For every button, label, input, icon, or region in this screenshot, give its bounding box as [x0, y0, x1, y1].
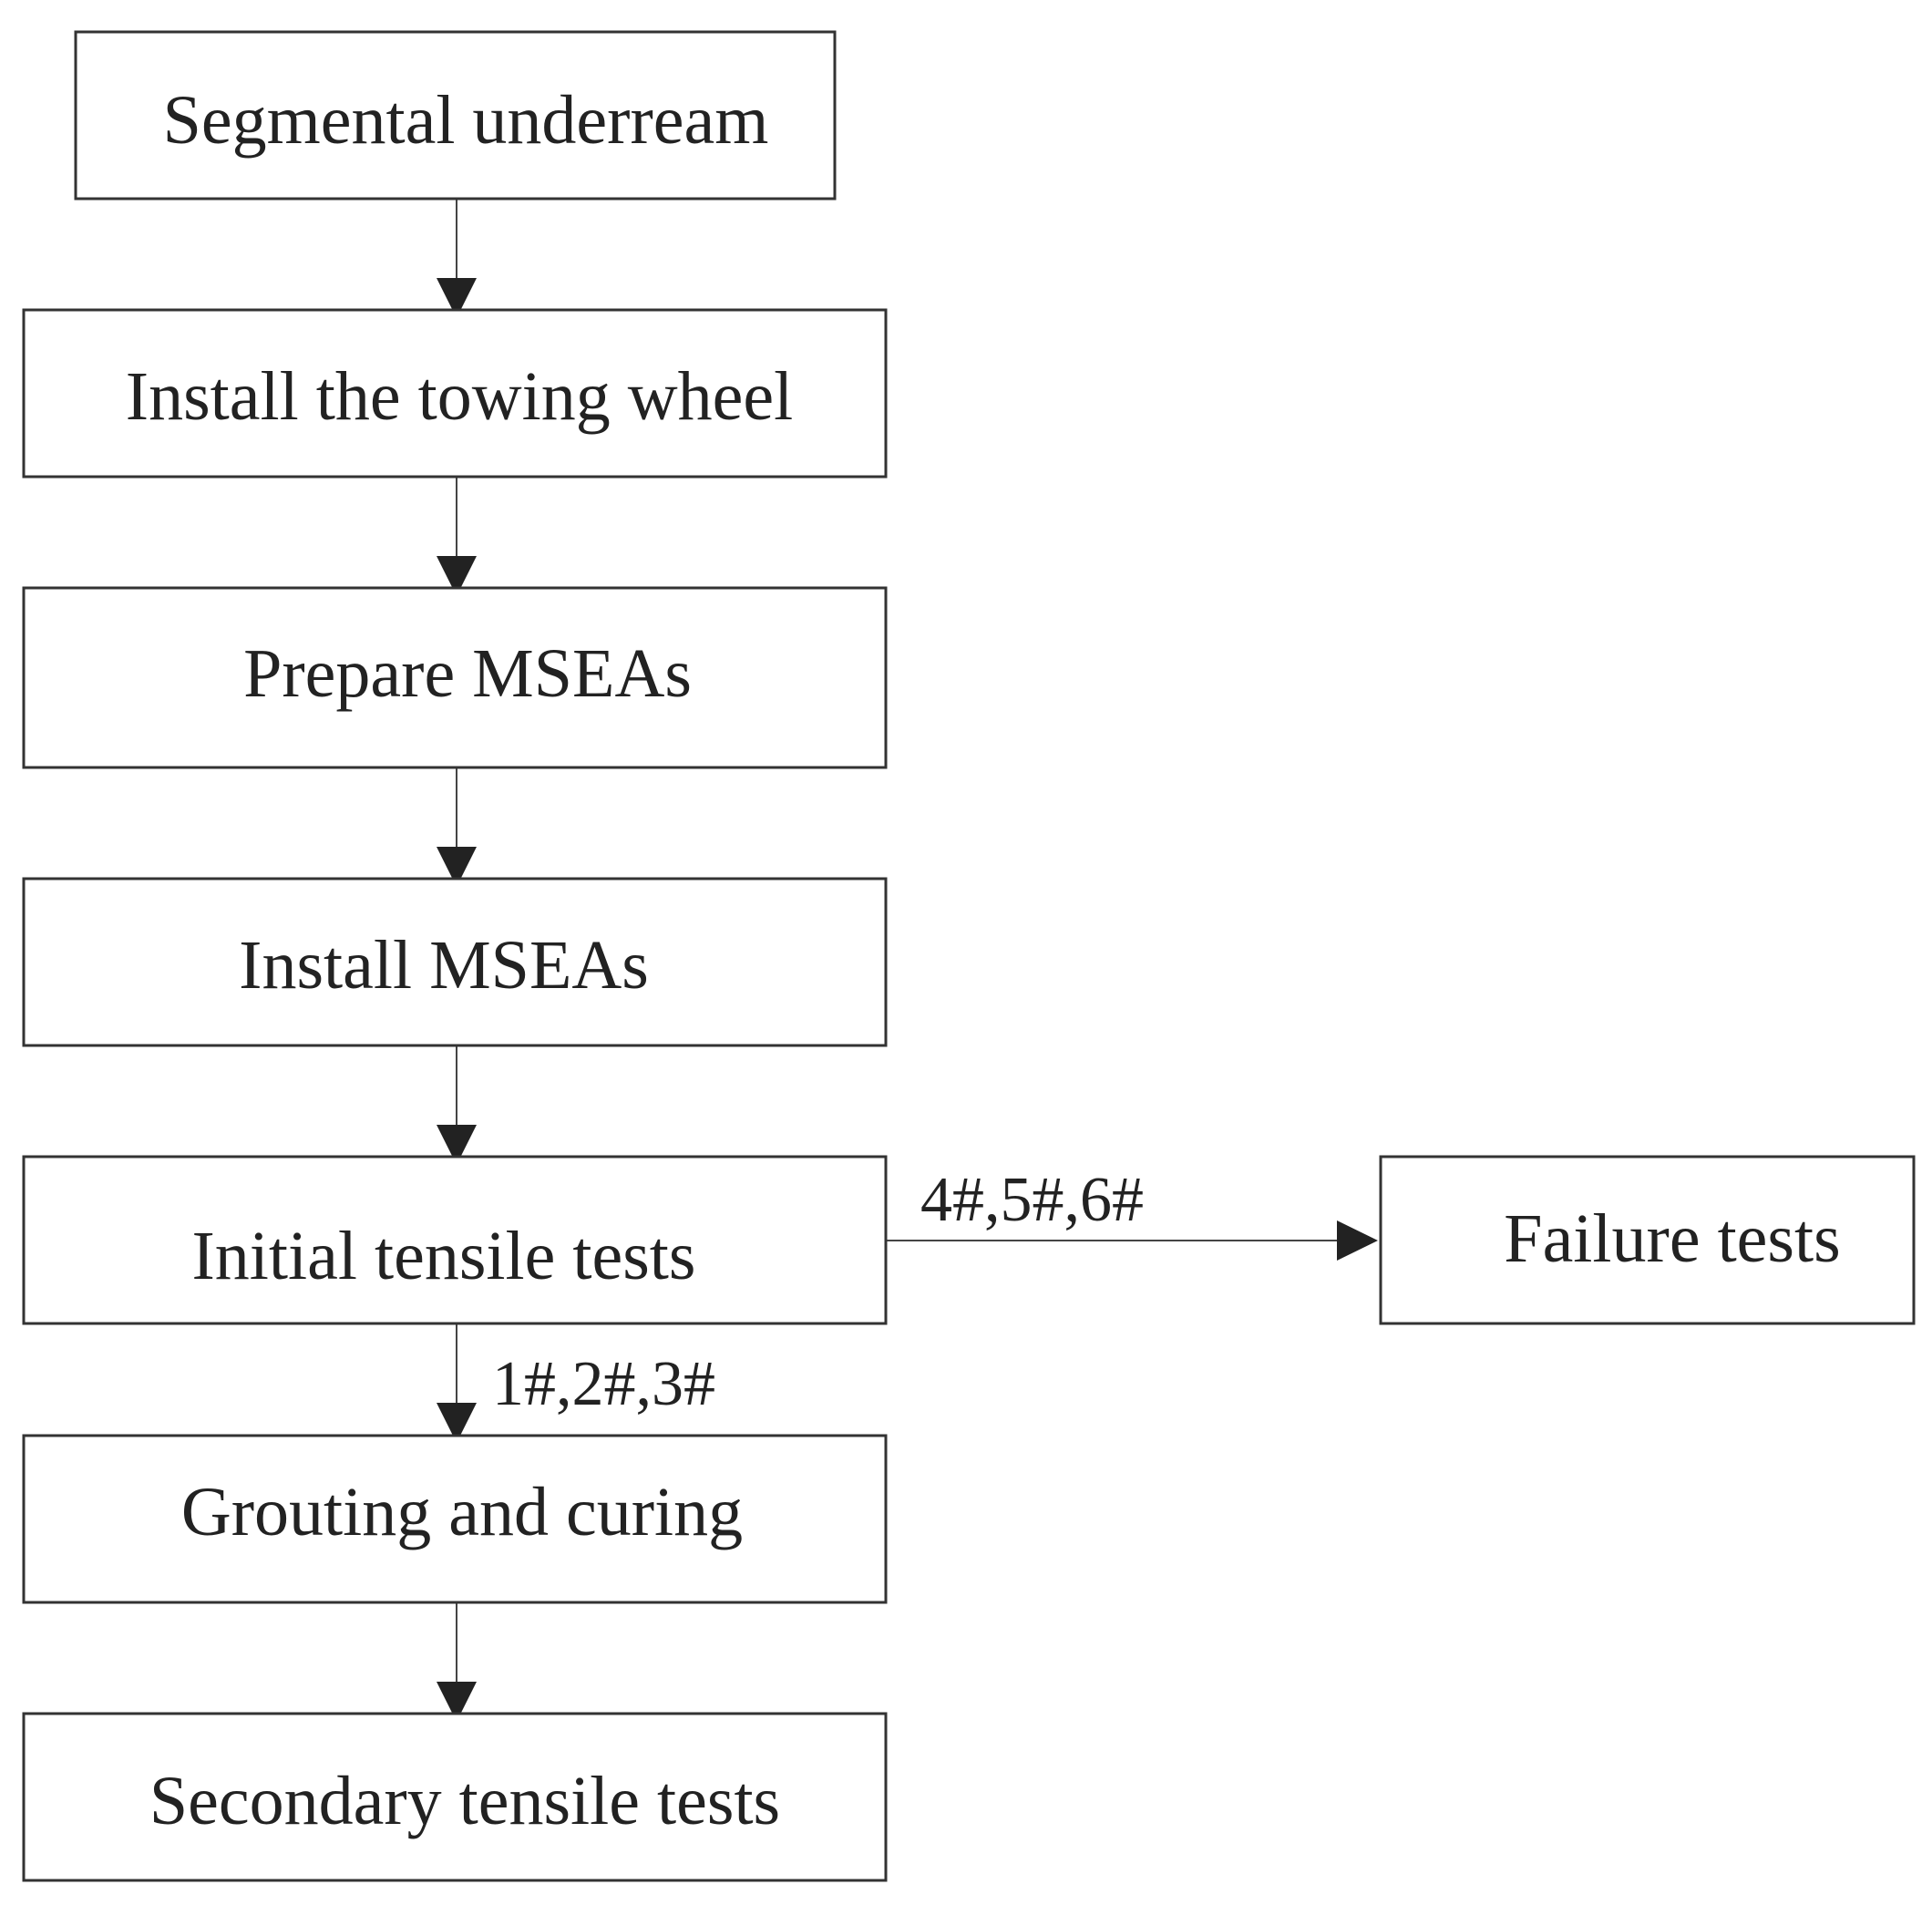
- step-box-segmental-underream: Segmental underream: [74, 30, 837, 201]
- arrow-head-prepare: [437, 556, 477, 596]
- step-label-initial-tensile-tests: Initial tensile tests: [191, 1218, 695, 1294]
- step-label-install-mseas: Install MSEAs: [239, 927, 649, 1004]
- arrow-head-towing-wheel: [437, 278, 477, 318]
- arrow-head-initial-tests: [437, 1125, 477, 1165]
- step-label-segmental-underream: Segmental underream: [163, 82, 769, 159]
- step-box-secondary-tensile-tests: Secondary tensile tests: [22, 1712, 888, 1882]
- step-box-grouting-and-curing: Grouting and curing: [22, 1434, 888, 1604]
- step-box-prepare-mseas: Prepare MSEAs: [22, 586, 888, 769]
- step-label-grouting-and-curing: Grouting and curing: [181, 1474, 743, 1550]
- step-box-initial-tensile-tests: Initial tensile tests: [22, 1155, 888, 1325]
- step-label-failure-tests: Failure tests: [1504, 1200, 1840, 1277]
- step-label-secondary-tensile-tests: Secondary tensile tests: [149, 1763, 780, 1839]
- edge-label-specimens-1-2-3: 1#,2#,3#: [492, 1349, 715, 1419]
- step-label-install-towing-wheel: Install the towing wheel: [126, 358, 793, 435]
- step-label-prepare-mseas: Prepare MSEAs: [243, 635, 692, 712]
- arrow-head-failure: [1337, 1220, 1378, 1261]
- arrow-head-grouting: [437, 1403, 477, 1443]
- arrow-head-install: [437, 847, 477, 887]
- edge-label-specimens-4-5-6: 4#,5#,6#: [920, 1165, 1144, 1235]
- step-box-install-towing-wheel: Install the towing wheel: [22, 308, 888, 479]
- step-box-install-mseas: Install MSEAs: [22, 877, 888, 1047]
- step-box-failure-tests: Failure tests: [1379, 1155, 1916, 1325]
- arrow-head-secondary: [437, 1682, 477, 1722]
